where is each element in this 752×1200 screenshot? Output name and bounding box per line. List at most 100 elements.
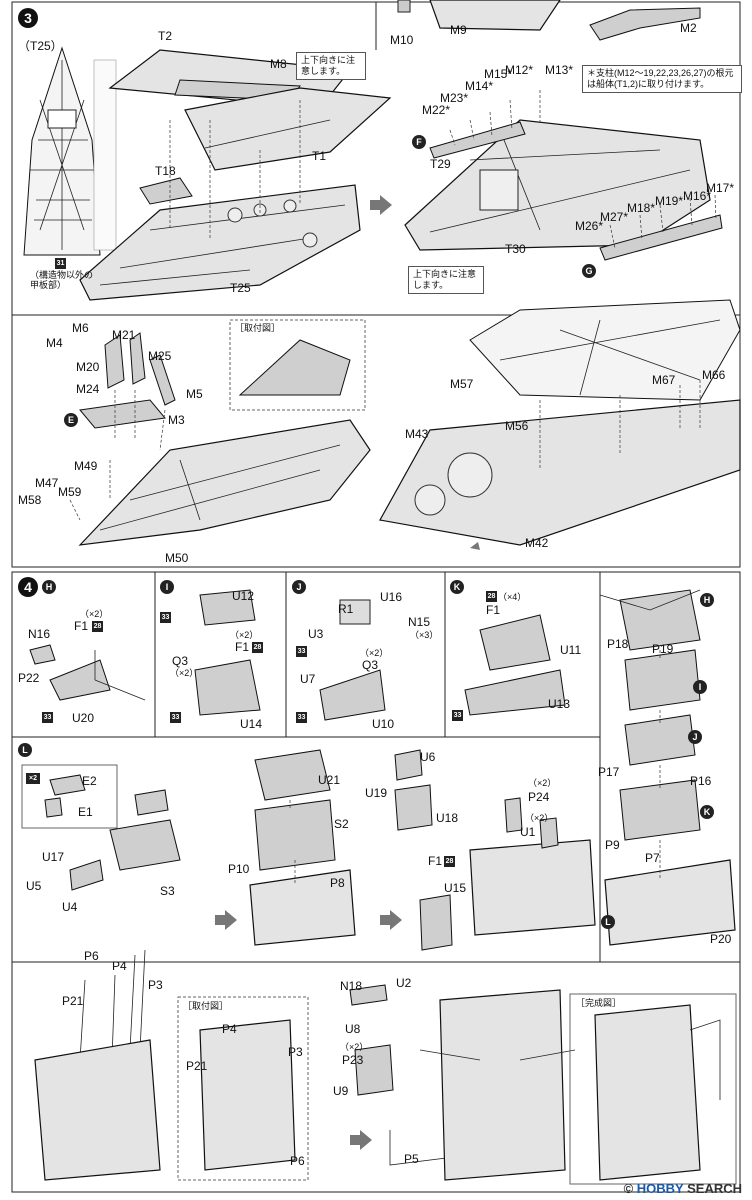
sub-step-h-right: H [700,593,714,607]
label-M27: M27* [600,210,629,224]
label-P10: P10 [228,862,250,876]
t25-note: （構造物以外の甲板部） [30,270,94,290]
label-x2a: （×2） [80,609,109,619]
label-U19: U19 [365,786,388,800]
label-P4-b: P4 [222,1022,237,1036]
label-P21-a: P21 [62,994,84,1008]
sub-step-j-right: J [688,730,702,744]
label-M66: M66 [702,368,726,382]
label-M8: M8 [270,57,287,71]
label-M23: M23* [440,91,469,105]
label-U5: U5 [26,879,42,893]
label-P6-a: P6 [84,949,99,963]
sub-step-k: K [450,580,464,594]
label-U1: U1 [520,825,536,839]
label-M26: M26* [575,219,604,233]
label-T2: T2 [158,29,173,43]
step-3-number: 3 [18,8,38,28]
m8-orientation-note: 上下向きに注意します。 [296,52,366,80]
label-U16: U16 [380,590,403,604]
label-M42: M42 [525,536,549,550]
label-M47: M47 [35,476,59,490]
label-M10: M10 [390,33,414,47]
label-U4: U4 [62,900,78,914]
label-U8: U8 [345,1022,361,1036]
label-M6: M6 [72,321,89,335]
label-M67: M67 [652,373,676,387]
label-M50: M50 [165,551,189,565]
badge-28-i: 28 [252,642,263,653]
label-M58: M58 [18,493,42,507]
label-U7: U7 [300,672,316,686]
label-U15: U15 [444,881,467,895]
label-F1-k: F1 [486,603,501,617]
sub-step-l: L [18,743,32,757]
label-P23: P23 [342,1053,364,1067]
label-U10: U10 [372,717,395,731]
label-x2c: （×2） [230,630,259,640]
label-P21-b: P21 [186,1059,208,1073]
label-F1-i: F1 [235,640,250,654]
badge-28-k: 28 [486,591,497,602]
label-P16: P16 [690,774,712,788]
label-M22: M22* [422,103,451,117]
label-T29: T29 [430,157,451,171]
label-M16: M16* [683,189,712,203]
sub-step-g: G [582,264,596,278]
support-note: ＊支柱(M12〜19,22,23,26,27)の根元は船体(T1,2)に取り付け… [582,65,742,93]
label-M13: M13* [545,63,574,77]
label-P17: P17 [598,765,620,779]
label-Q3-i: Q3 [172,654,189,668]
sub-step-j: J [292,580,306,594]
label-E2: E2 [82,774,97,788]
label-N18: N18 [340,979,363,993]
label-M2: M2 [680,21,697,35]
label-M19: M19* [655,194,684,208]
label-P18: P18 [607,637,629,651]
label-x4: （×4） [498,592,527,602]
badge-33-j2: 33 [296,712,307,723]
label-M14: M14* [465,79,494,93]
label-U11: U11 [560,643,582,657]
label-M12: M12* [505,63,534,77]
sub-step-i-right: I [693,680,707,694]
label-M18: M18* [627,201,656,215]
badge-33-i2: 33 [170,712,181,723]
label-P6-b: P6 [290,1154,305,1168]
label-P24: P24 [528,790,550,804]
step4-complete-title: ［完成図］ [576,998,622,1008]
sub-step-i: I [160,580,174,594]
label-x2g: （×2） [340,1042,369,1052]
orientation-note: 上下向きに注意します。 [408,266,484,294]
step4-attach-title: ［取付図］ [183,1001,229,1011]
label-U9: U9 [333,1084,349,1098]
t25-color-badge: 31 [55,258,66,269]
label-M21: M21 [112,328,136,342]
sub-step-e: E [64,413,78,427]
label-M43: M43 [405,427,429,441]
label-T1: T1 [312,149,327,163]
label-F1-h: F1 [74,619,89,633]
label-Q3-j: Q3 [362,658,379,672]
label-F1-l: F1 [428,854,443,868]
badge-28-l: 28 [444,856,455,867]
label-P7: P7 [645,851,660,865]
label-M5: M5 [186,387,203,401]
label-x2-mult: ×2 [26,773,40,784]
label-U6: U6 [420,750,436,764]
badge-28-h: 28 [92,621,103,632]
label-P9: P9 [605,838,620,852]
label-U17: U17 [42,850,65,864]
label-P3-a: P3 [148,978,163,992]
sub-step-h: H [42,580,56,594]
label-x2d: （×2） [360,648,389,658]
label-U20: U20 [72,711,95,725]
label-U14: U14 [240,717,263,731]
t25-title: （T25） [18,39,63,53]
label-E1: E1 [78,805,93,819]
label-R1: R1 [338,602,354,616]
label-M59: M59 [58,485,82,499]
label-x2f: （×2） [525,813,554,823]
label-U13: U13 [548,697,571,711]
label-M25: M25 [148,349,172,363]
